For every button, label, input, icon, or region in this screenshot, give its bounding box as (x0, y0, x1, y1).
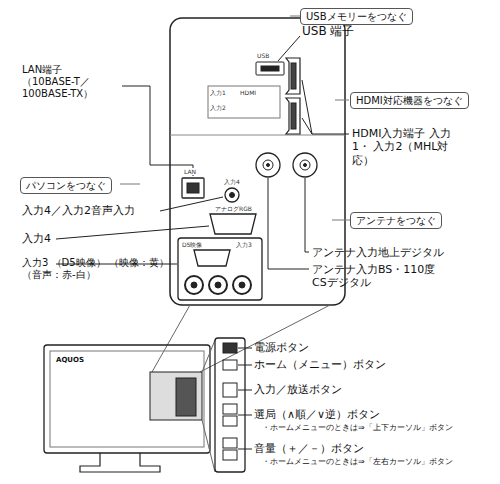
connect-box: HDMI対応機器をつなぐ (350, 92, 469, 109)
part-label: 入力3 （D5映像） （映像：黄）（音声：赤-白） (22, 257, 172, 281)
leader-line (305, 178, 309, 252)
antenna-connector (300, 160, 310, 170)
part-label: 入力4／入力2音声入力 (22, 204, 135, 217)
rca-jack (239, 282, 245, 288)
zoom-line (202, 340, 215, 472)
channel-button (223, 416, 237, 426)
panel-text: 入力1 (210, 89, 226, 96)
tv-body (44, 345, 210, 453)
part-label: LAN端子 （10BASE-T／ 100BASE-TX） (22, 64, 104, 101)
part-label: HDMI入力端子 入力1・ 入力2（MHL対応） (352, 127, 464, 167)
part-label: 入力4 (22, 232, 51, 245)
leader-line (268, 178, 309, 269)
antenna-connector (263, 160, 273, 170)
d5-connector (194, 250, 230, 266)
d5-frame (178, 238, 262, 300)
antenna-connector (256, 153, 280, 177)
leader-line (302, 80, 349, 134)
lan-port (187, 183, 199, 193)
vga-port (210, 214, 256, 234)
panel-text: LAN (184, 168, 196, 175)
panel-text: USB (257, 52, 269, 59)
part-label: アンテナ入力地上デジタル (312, 246, 444, 259)
tv-inset (150, 372, 202, 420)
antenna-connector (304, 164, 307, 167)
hdmi-port (291, 103, 296, 129)
power-button (223, 343, 237, 353)
tv-stand (80, 453, 160, 472)
hdmi-label-frame (208, 86, 280, 118)
home-button (223, 360, 237, 370)
input-button (223, 383, 237, 397)
rca-jack (185, 276, 203, 294)
leader-line (160, 197, 223, 211)
panel-text: 入力4 (224, 178, 240, 185)
leader-line (120, 184, 140, 185)
button-label: 入力／放送ボタン (254, 383, 342, 396)
button-panel (215, 338, 245, 472)
antenna-connector (267, 164, 270, 167)
box-text: アンテナをつなぐ (356, 214, 436, 227)
panel-text: アナログRGB (215, 205, 252, 212)
connect-box: USBメモリーをつなぐ (300, 8, 413, 25)
rca-jack (215, 282, 221, 288)
brand-logo: AQUOS (56, 356, 84, 365)
panel-text: D5映像 (182, 241, 202, 248)
leader-line (332, 220, 350, 221)
note: ・ホームメニューのときは⇒「上下カーソル」ボタン (262, 423, 453, 433)
button-label: 電源ボタン (254, 341, 309, 354)
panel-text: 入力2 (210, 104, 226, 111)
volume-button (223, 438, 237, 448)
usb-port (256, 62, 284, 75)
leader-line (278, 36, 300, 61)
button-label: ホーム（メニュー）ボタン (254, 358, 386, 371)
leader-line (238, 348, 252, 449)
rca-jack (209, 276, 227, 294)
antenna-connector (293, 153, 317, 177)
box-text: HDMI対応機器をつなぐ (356, 94, 463, 107)
audio-jack (225, 188, 239, 202)
leader-line (56, 226, 209, 239)
panel-text: HDMI (240, 89, 256, 96)
part-label: アンテナ入力BS・110度 CSデジタル (312, 263, 442, 290)
panel-divider (170, 135, 345, 136)
tv-back (50, 351, 204, 447)
rca-jack (233, 276, 251, 294)
tv-inset (176, 378, 196, 416)
leader-line (290, 16, 300, 17)
hdmi-port (286, 58, 300, 94)
leader-line (122, 86, 193, 176)
hdmi-port (291, 63, 296, 89)
rca-jack (191, 282, 197, 288)
volume-button (223, 450, 237, 460)
hdmi-port (286, 98, 300, 134)
lan-port (182, 178, 204, 198)
button-label: 音量（＋／－）ボタン (254, 442, 364, 455)
connect-box: パソコンをつなぐ (20, 177, 112, 194)
part-label: USB 端子 (302, 24, 354, 39)
box-text: パソコンをつなぐ (26, 179, 106, 192)
connect-box: アンテナをつなぐ (350, 212, 442, 229)
button-label: 選局（∧順／∨逆）ボタン (254, 408, 380, 421)
note: ・ホームメニューのときは⇒「左右カーソル」ボタン (262, 457, 453, 467)
channel-button (223, 404, 237, 414)
panel-text: 入力3 (236, 241, 252, 248)
box-text: USBメモリーをつなぐ (306, 10, 407, 23)
audio-jack (230, 193, 235, 198)
back-panel (170, 18, 345, 305)
leader-line (335, 100, 349, 101)
usb-port (261, 66, 279, 71)
